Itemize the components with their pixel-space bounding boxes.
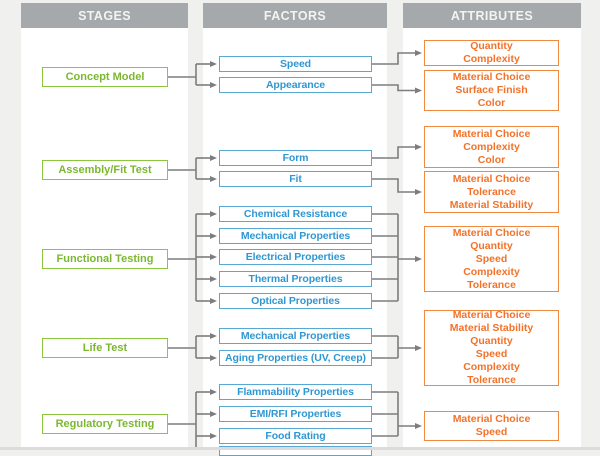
attribute-box-functional: Material Choice Quantity Speed Complexit… <box>424 226 559 292</box>
factors-column-header: FACTORS <box>203 3 387 28</box>
factor-box-chemical-resistance: Chemical Resistance <box>219 206 372 222</box>
factor-box-emi-rfi-properties: EMI/RFI Properties <box>219 406 372 422</box>
attribute-box-life-test: Material Choice Material Stability Quant… <box>424 309 559 386</box>
stages-column-panel <box>21 28 188 450</box>
attribute-box-fit: Material Choice Tolerance Material Stabi… <box>424 171 559 213</box>
attributes-column-header: ATTRIBUTES <box>403 3 581 28</box>
bottom-crop-strip <box>0 447 600 450</box>
attribute-box-regulatory: Material Choice Speed <box>424 411 559 441</box>
factor-box-food-rating: Food Rating <box>219 428 372 444</box>
factor-box-mechanical-properties: Mechanical Properties <box>219 228 372 244</box>
factor-box-mechanical-properties-2: Mechanical Properties <box>219 328 372 344</box>
stage-box-functional-testing: Functional Testing <box>42 249 168 269</box>
stage-box-life-test: Life Test <box>42 338 168 358</box>
stage-box-concept-model: Concept Model <box>42 67 168 87</box>
factor-box-form: Form <box>219 150 372 166</box>
attribute-box-form: Material Choice Complexity Color <box>424 126 559 168</box>
stage-box-regulatory-testing: Regulatory Testing <box>42 414 168 434</box>
factor-box-thermal-properties: Thermal Properties <box>219 271 372 287</box>
factor-box-flammability-properties: Flammability Properties <box>219 384 372 400</box>
factor-box-speed: Speed <box>219 56 372 72</box>
factor-box-appearance: Appearance <box>219 77 372 93</box>
factor-box-optical-properties: Optical Properties <box>219 293 372 309</box>
attribute-box-concept-appearance: Material Choice Surface Finish Color <box>424 70 559 111</box>
factor-box-fit: Fit <box>219 171 372 187</box>
factor-box-electrical-properties: Electrical Properties <box>219 249 372 265</box>
factor-box-aging-properties: Aging Properties (UV, Creep) <box>219 350 372 366</box>
stage-box-assembly-fit-test: Assembly/Fit Test <box>42 160 168 180</box>
stages-column-header: STAGES <box>21 3 188 28</box>
attribute-box-concept-speed: Quantity Complexity <box>424 40 559 66</box>
